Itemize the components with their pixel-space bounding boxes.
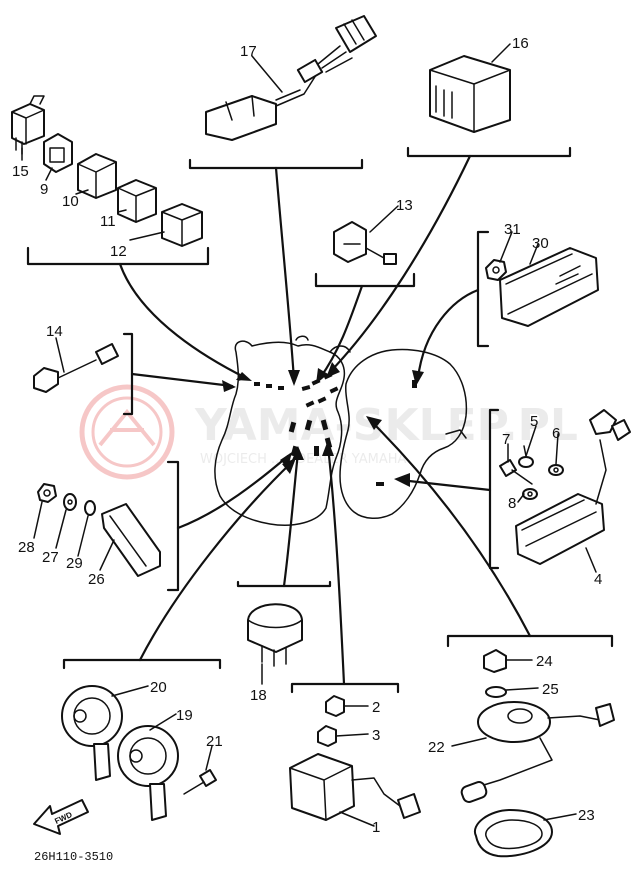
label-31: 31 [504,221,521,238]
part-27-washer-icon [63,493,77,511]
part-22-fuel-sender-icon [460,701,615,803]
watermark: YAMA-SKLEP.PL WOJCIECH ... | DEALER YAMA… [79,384,578,480]
leader-lines [118,154,532,686]
watermark-brand: YAMA-SKLEP.PL [194,400,578,451]
part-24-bolt-icon [483,649,507,673]
part-29-washer-icon [84,500,96,516]
arrow-heads [222,362,424,487]
part-8-washer-icon [522,488,538,500]
part-15-relay-icon [11,95,45,155]
label-1: 1 [372,819,380,836]
label-28: 28 [18,539,35,556]
part-17-wire-connector-icon [205,15,377,141]
label-25: 25 [542,681,559,698]
part-30-reflector-icon [499,247,599,327]
part-7-bolt-icon [499,459,533,485]
watermark-logo-icon [79,384,175,480]
part-20-horn-icon [61,685,123,781]
part-16-relay-box-icon [429,55,511,133]
label-26: 26 [88,571,105,588]
label-27: 27 [42,549,59,566]
label-23: 23 [578,807,595,824]
part-2-nut-icon [325,695,345,717]
label-20: 20 [150,679,167,696]
label-11: 11 [100,213,116,230]
label-22: 22 [428,739,445,756]
part-28-nut-icon [37,483,57,503]
diagram-code: 26H110-3510 [34,850,113,864]
label-2: 2 [372,699,380,716]
label-16: 16 [512,35,529,52]
label-24: 24 [536,653,553,670]
part-26-reflector-icon [101,503,161,577]
label-17: 17 [240,43,257,60]
label-9: 9 [40,181,48,198]
label-13: 13 [396,197,413,214]
part-19-horn-icon [117,725,179,821]
label-21: 21 [206,733,223,750]
label-29: 29 [66,555,83,572]
label-19: 19 [176,707,193,724]
part-31-nut-icon [485,259,507,281]
label-15: 15 [12,163,29,180]
part-3-nut-icon [317,725,337,747]
label-8: 8 [508,495,516,512]
label-4: 4 [594,571,602,588]
label-6: 6 [552,425,560,442]
part-14-sensor-lead-icon [33,343,119,393]
part-12-relay-icon [161,203,203,247]
part-25-washer-icon [485,686,507,698]
part-11-relay-icon [117,179,157,223]
label-leaders [21,43,597,827]
part-9-bulb-socket-icon [43,133,73,173]
label-10: 10 [62,193,79,210]
label-30: 30 [532,235,549,252]
label-18: 18 [250,687,267,704]
part-23-gasket-icon [473,809,553,858]
forward-arrow-icon: FWD [33,799,89,835]
part-1-starter-relay-icon [289,753,421,821]
label-5: 5 [530,413,538,430]
label-12: 12 [110,243,127,260]
label-3: 3 [372,727,380,744]
part-18-flasher-relay-icon [247,603,303,667]
mount-point-marks [237,372,417,486]
part-21-bolt-icon [183,769,217,795]
part-6-washer-icon [548,464,564,476]
part-5-washer-icon [518,445,534,468]
label-7: 7 [502,431,510,448]
part-13-switch-icon [333,221,397,265]
part-labels: 17 16 15 9 10 11 12 13 31 30 14 5 6 7 8 … [12,35,602,836]
label-14: 14 [46,323,63,340]
part-4-ignitor-unit-icon [515,409,631,565]
part-10-relay-icon [77,153,117,199]
